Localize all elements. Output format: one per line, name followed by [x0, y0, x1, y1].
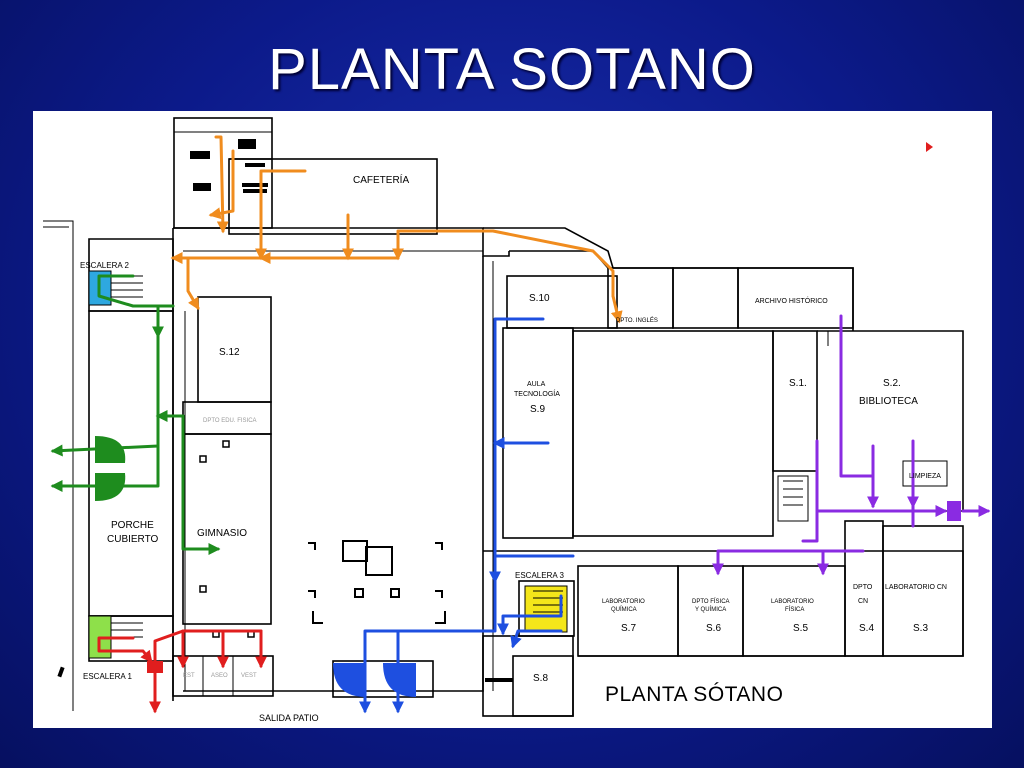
- label-cafeteria: CAFETERÍA: [353, 173, 409, 186]
- label-lab-quimica-1: LABORATORIO: [602, 599, 645, 605]
- room-labels: CAFETERÍA ESCALERA 2 S.10 DPTO. INGLÉS A…: [80, 173, 947, 723]
- label-lab-quimica-2: QUÍMICA: [611, 606, 637, 613]
- label-dpto-ingles: DPTO. INGLÉS: [616, 317, 658, 324]
- slide-title: PLANTA SOTANO: [268, 37, 756, 102]
- label-porche: PORCHE: [111, 520, 154, 531]
- label-salida-patio: SALIDA PATIO: [259, 713, 319, 723]
- label-s10: S.10: [529, 293, 550, 304]
- label-dpto-cn-2: CN: [858, 598, 868, 605]
- floor-plan: CAFETERÍA ESCALERA 2 S.10 DPTO. INGLÉS A…: [43, 117, 991, 723]
- label-tecnologia: TECNOLOGÍA: [514, 389, 560, 398]
- label-cubierto: CUBIERTO: [107, 534, 159, 545]
- label-s6: S.6: [706, 623, 721, 634]
- label-dpto-edu-fisica: DPTO EDU. FISICA: [203, 418, 257, 424]
- interior-details: [57, 139, 961, 697]
- label-lab-cn: LABORATORIO CN: [885, 584, 947, 591]
- plan-caption: PLANTA SÓTANO: [605, 683, 784, 706]
- route-purple: [712, 314, 991, 576]
- label-s9: S.9: [530, 404, 545, 415]
- label-s4: S.4: [859, 623, 874, 634]
- label-s3: S.3: [913, 623, 928, 634]
- label-s2: S.2.: [883, 378, 901, 389]
- label-dpto-fq-2: Y QUÍMICA: [695, 606, 726, 613]
- label-biblioteca: BIBLIOTECA: [859, 396, 918, 407]
- building-walls: [43, 117, 964, 717]
- label-escalera-3: ESCALERA 3: [515, 571, 564, 580]
- label-lab-fisica-2: FÍSICA: [785, 606, 804, 613]
- label-est: EST: [183, 673, 195, 679]
- label-s1: S.1.: [789, 378, 807, 389]
- label-escalera-2: ESCALERA 2: [80, 261, 129, 270]
- floor-plan-panel: CAFETERÍA ESCALERA 2 S.10 DPTO. INGLÉS A…: [33, 111, 992, 728]
- label-escalera-1: ESCALERA 1: [83, 672, 132, 681]
- label-limpieza: LIMPIEZA: [909, 473, 941, 480]
- route-blue: [359, 317, 575, 714]
- label-aseo: ASEO: [211, 673, 228, 679]
- label-dpto-fq-1: DPTO FÍSICA: [692, 598, 730, 605]
- label-s5: S.5: [793, 623, 808, 634]
- label-vest: VEST: [241, 673, 257, 679]
- label-lab-fisica-1: LABORATORIO: [771, 599, 814, 605]
- label-s7: S.7: [621, 623, 636, 634]
- label-s12: S.12: [219, 347, 240, 358]
- route-green: [50, 274, 221, 555]
- label-aula: AULA: [527, 381, 546, 388]
- label-s8: S.8: [533, 673, 548, 684]
- label-dpto-cn-1: DPTO: [853, 584, 873, 591]
- route-red: [97, 629, 267, 714]
- label-archivo-historico: ARCHIVO HISTÓRICO: [755, 296, 828, 305]
- label-gimnasio: GIMNASIO: [197, 528, 247, 539]
- route-orange: [170, 135, 623, 324]
